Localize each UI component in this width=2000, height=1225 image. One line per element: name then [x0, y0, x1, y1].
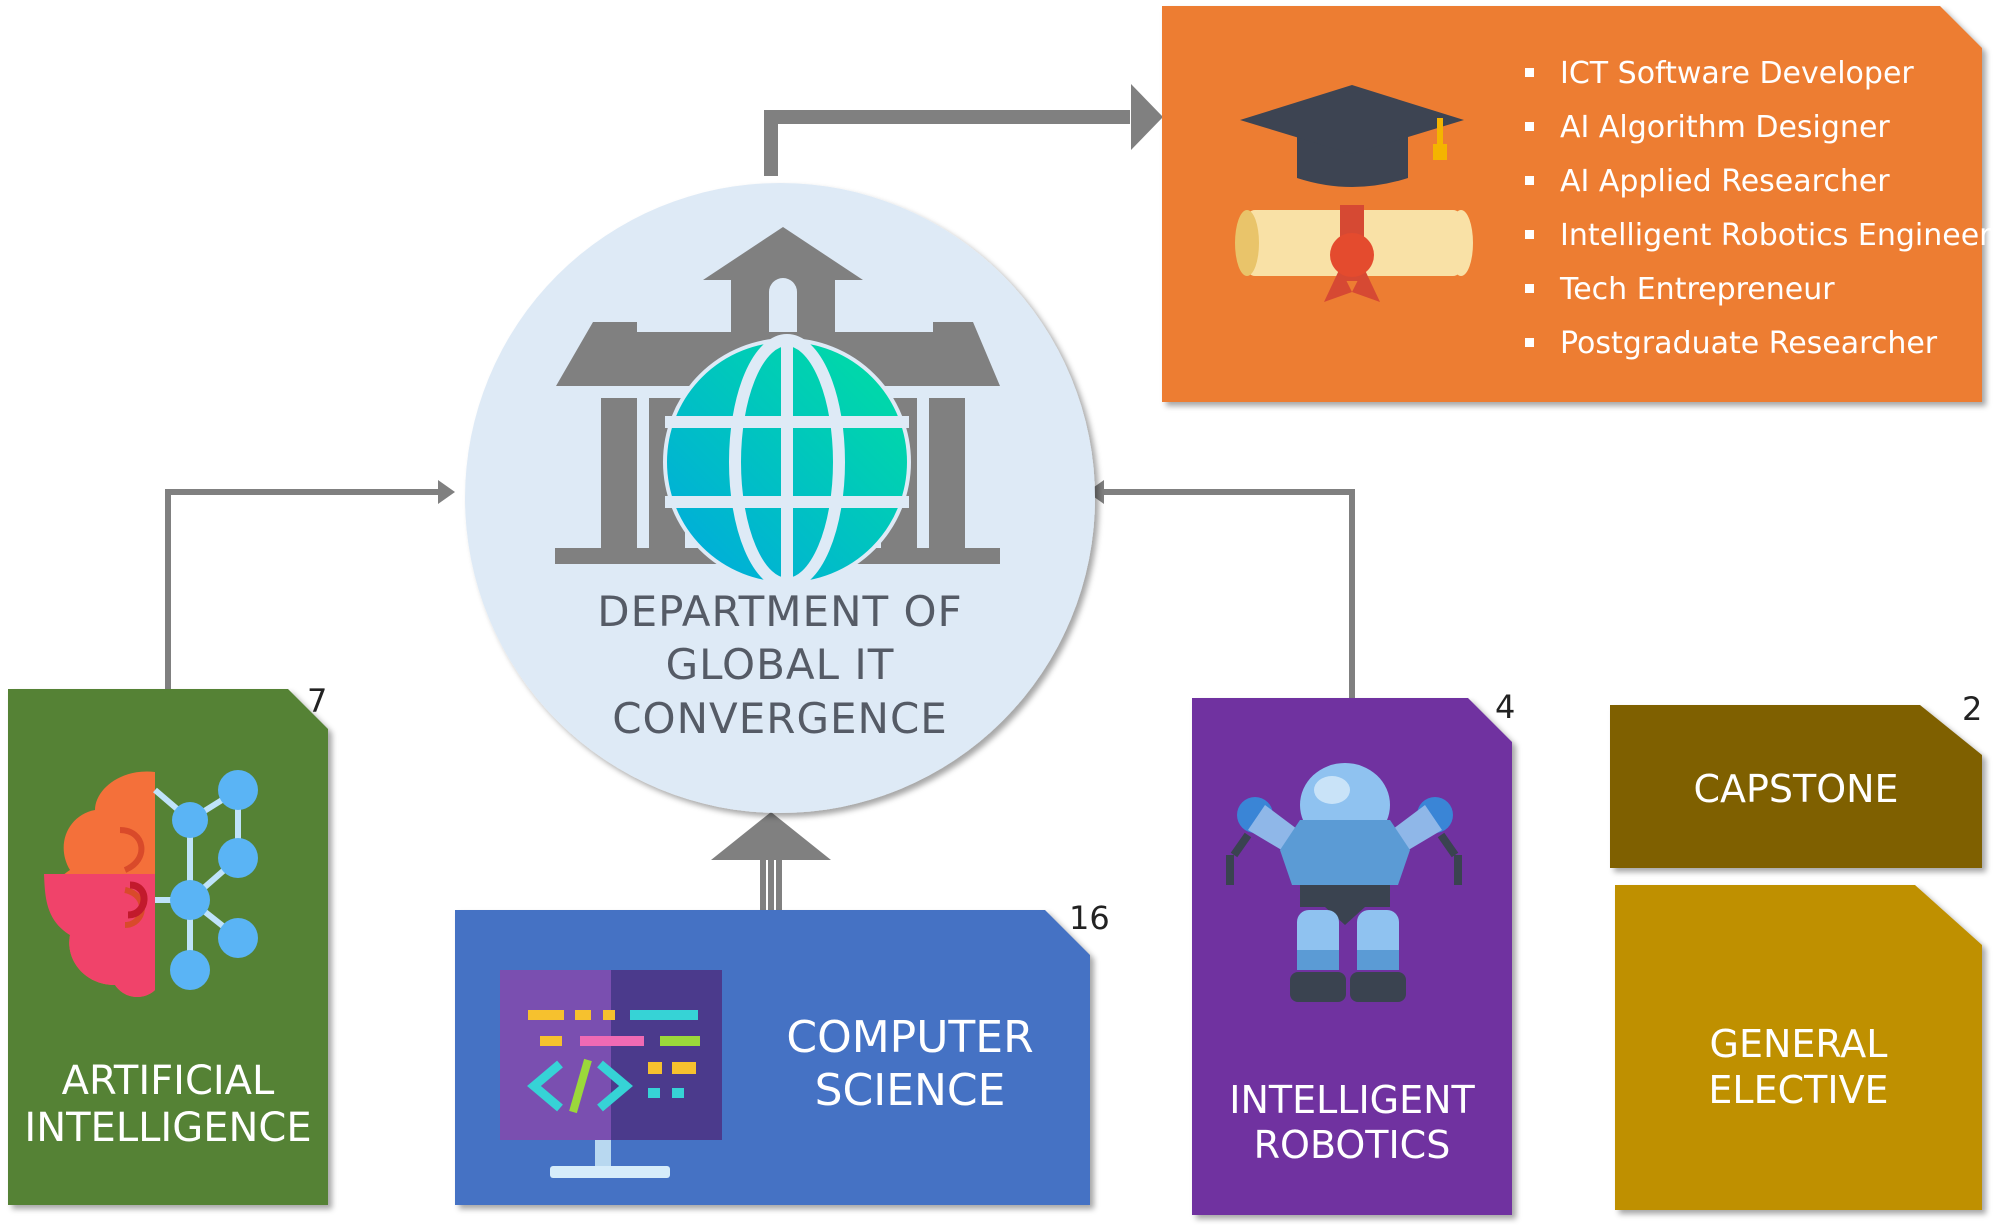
department-title-line-1: DEPARTMENT OF [597, 587, 963, 636]
cs-card-label: COMPUTER SCIENCE [786, 1012, 1034, 1116]
robot-icon [1226, 763, 1462, 1002]
connector-robotics-to-dept [1087, 480, 1355, 698]
university-globe-icon [555, 227, 1000, 590]
robotics-course-count: 4 [1495, 688, 1516, 726]
career-item: AI Applied Researcher [1525, 160, 1992, 214]
capstone-course-count: 2 [1962, 690, 1983, 728]
connector-cs-to-dept [711, 812, 831, 912]
careers-list: ICT Software Developer AI Algorithm Desi… [1525, 52, 1992, 376]
career-item: Intelligent Robotics Engineer [1525, 214, 1992, 268]
code-monitor-icon [500, 970, 722, 1178]
cs-course-count: 16 [1069, 899, 1110, 937]
capstone-card-label: CAPSTONE [1693, 767, 1899, 811]
bullet-icon [1525, 68, 1534, 77]
bullet-icon [1525, 122, 1534, 131]
ai-card-label: ARTIFICIAL INTELLIGENCE [24, 1058, 312, 1152]
bullet-icon [1525, 284, 1534, 293]
elective-card-label: GENERAL ELECTIVE [1708, 1022, 1889, 1112]
department-title-line-3: CONVERGENCE [612, 693, 948, 743]
career-item: Postgraduate Researcher [1525, 322, 1992, 376]
capstone-card [1610, 705, 1982, 868]
elective-card [1615, 885, 1982, 1210]
bullet-icon [1525, 176, 1534, 185]
bullet-icon [1525, 338, 1534, 347]
career-item: ICT Software Developer [1525, 52, 1992, 106]
career-item: AI Algorithm Designer [1525, 106, 1992, 160]
department-title: DEPARTMENT OF GLOBAL IT CONVERGENCE [560, 585, 1000, 745]
brain-network-icon [44, 770, 258, 997]
connector-ai-to-dept [165, 480, 455, 690]
robotics-card-label: INTELLIGENT ROBOTICS [1229, 1078, 1475, 1167]
bullet-icon [1525, 230, 1534, 239]
ai-course-count: 7 [307, 682, 328, 720]
career-item: Tech Entrepreneur [1525, 268, 1992, 322]
graduation-cap-diploma-icon [1235, 85, 1473, 302]
connector-dept-to-careers [764, 84, 1163, 176]
department-title-line-2: GLOBAL IT [665, 640, 895, 690]
